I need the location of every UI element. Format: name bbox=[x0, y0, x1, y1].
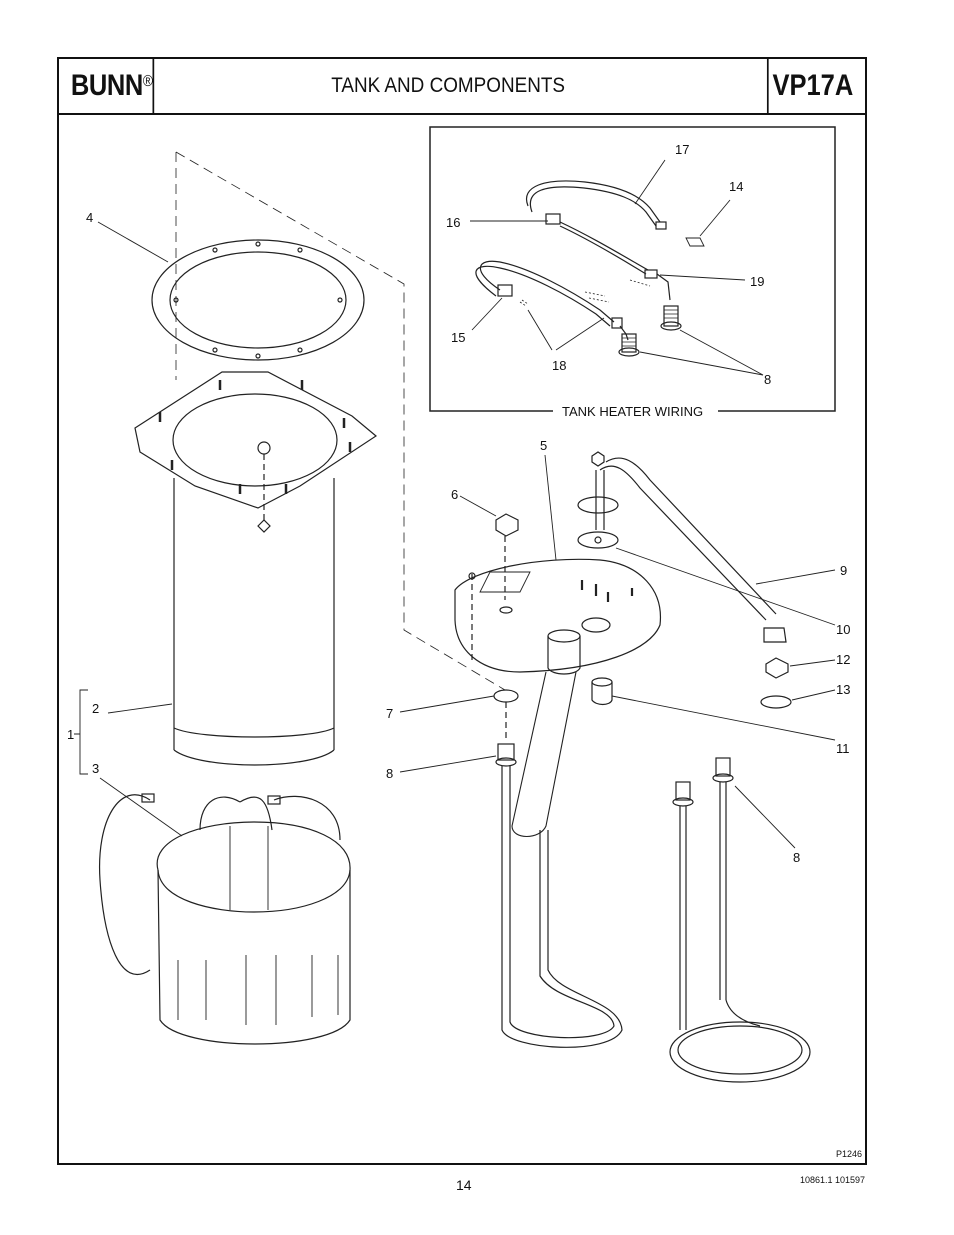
page-number: 14 bbox=[456, 1177, 472, 1193]
tank-lid-plate bbox=[134, 371, 378, 533]
header-bar: BUNN® TANK AND COMPONENTS VP17A bbox=[59, 59, 865, 115]
callout-15: 15 bbox=[451, 330, 465, 345]
heating-element-u bbox=[495, 743, 623, 1048]
callout-11: 11 bbox=[836, 741, 850, 756]
callout-18: 18 bbox=[552, 358, 566, 373]
figure-code: P1246 bbox=[836, 1149, 862, 1159]
callout-19: 19 bbox=[750, 274, 764, 289]
callout-14: 14 bbox=[729, 179, 743, 194]
callout-1: 1 bbox=[67, 727, 74, 742]
callout-8-inset: 8 bbox=[764, 372, 771, 387]
tank-cover-assembly: 5 6 7 8 9 10 12 13 11 8 bbox=[386, 438, 850, 1083]
callout-16: 16 bbox=[446, 215, 460, 230]
callout-8-left: 8 bbox=[386, 766, 393, 781]
callout-10: 10 bbox=[836, 622, 850, 637]
connector-15 bbox=[497, 284, 513, 297]
tank-heater-wiring-inset: TANK HEATER WIRING bbox=[429, 126, 836, 419]
heating-element-coil bbox=[669, 757, 811, 1083]
document-code: 10861.1 101597 bbox=[800, 1175, 866, 1185]
washer-13 bbox=[760, 695, 792, 709]
element-terminal-a bbox=[660, 305, 682, 331]
heater-band-3 bbox=[98, 793, 351, 1045]
page-title: TANK AND COMPONENTS bbox=[331, 74, 566, 97]
connector-16 bbox=[545, 213, 561, 225]
callout-7: 7 bbox=[386, 706, 393, 721]
callout-2: 2 bbox=[92, 701, 99, 716]
inset-caption: TANK HEATER WIRING bbox=[562, 404, 703, 419]
callout-3: 3 bbox=[92, 761, 99, 776]
callout-9: 9 bbox=[840, 563, 847, 578]
callout-13: 13 bbox=[836, 682, 850, 697]
page-frame: BUNN® TANK AND COMPONENTS VP17A bbox=[57, 57, 867, 1165]
terminal-14 bbox=[685, 237, 705, 247]
callout-5: 5 bbox=[540, 438, 547, 453]
drain-tube bbox=[511, 671, 577, 838]
registered-mark: ® bbox=[142, 73, 153, 90]
washer-7 bbox=[493, 689, 519, 703]
tank-cover-5 bbox=[454, 558, 662, 673]
fill-fitting bbox=[547, 636, 581, 675]
callout-8-right: 8 bbox=[793, 850, 800, 865]
callout-12: 12 bbox=[836, 652, 850, 667]
bushing-11 bbox=[591, 682, 613, 706]
model-number: VP17A bbox=[766, 59, 857, 113]
overflow-tube-9 bbox=[599, 457, 777, 621]
callout-6: 6 bbox=[451, 487, 458, 502]
tank-cylinder bbox=[173, 478, 335, 766]
brand-logo: BUNN® bbox=[59, 59, 155, 113]
callout-17: 17 bbox=[675, 142, 689, 157]
gasket-4 bbox=[151, 239, 365, 361]
connector-17 bbox=[655, 221, 667, 230]
callout-4: 4 bbox=[86, 210, 93, 225]
element-terminal-b bbox=[618, 333, 640, 357]
tank-assembly: 4 2 1 3 bbox=[67, 151, 506, 1045]
gasket-10 bbox=[577, 531, 619, 549]
nut-6 bbox=[495, 513, 519, 537]
nut-12 bbox=[765, 657, 789, 679]
